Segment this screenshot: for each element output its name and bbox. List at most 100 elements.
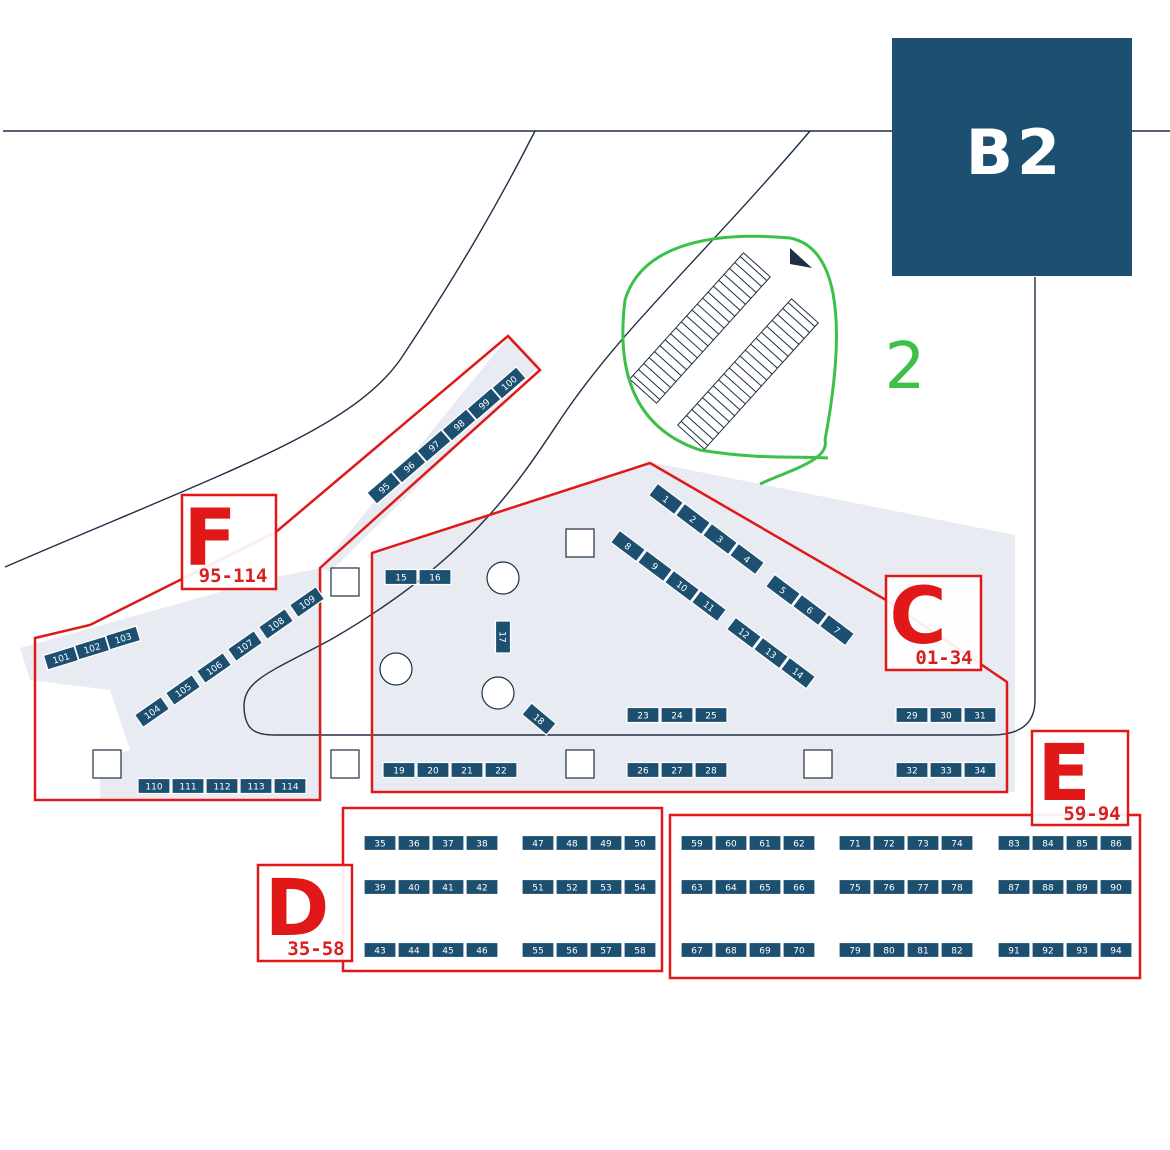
booth-27[interactable]: 27 <box>660 761 694 779</box>
booth-18[interactable]: 18 <box>521 702 557 736</box>
zone-d-label[interactable]: D35-58 <box>256 863 354 963</box>
booth-3[interactable]: 3 <box>701 522 739 556</box>
booth-59[interactable]: 59 <box>680 834 714 852</box>
booth-110[interactable]: 110 <box>137 777 171 795</box>
booth-2[interactable]: 2 <box>674 502 712 536</box>
zone-e-label[interactable]: E59-94 <box>1030 729 1130 827</box>
booth-39[interactable]: 39 <box>363 878 397 896</box>
zone-f-label[interactable]: F95-114 <box>180 493 278 591</box>
booth-9[interactable]: 9 <box>636 549 674 583</box>
booth-10[interactable]: 10 <box>663 569 701 603</box>
booth-109[interactable]: 109 <box>288 585 326 619</box>
booth-58[interactable]: 58 <box>623 941 657 959</box>
booth-74[interactable]: 74 <box>940 834 974 852</box>
booth-108[interactable]: 108 <box>257 607 295 641</box>
booth-19[interactable]: 19 <box>382 761 416 779</box>
booth-60[interactable]: 60 <box>714 834 748 852</box>
booth-103[interactable]: 103 <box>104 625 142 651</box>
booth-48[interactable]: 48 <box>555 834 589 852</box>
booth-34[interactable]: 34 <box>963 761 997 779</box>
booth-24[interactable]: 24 <box>660 706 694 724</box>
booth-51[interactable]: 51 <box>521 878 555 896</box>
booth-82[interactable]: 82 <box>940 941 974 959</box>
zone-c-label[interactable]: C01-34 <box>884 572 983 672</box>
booth-45[interactable]: 45 <box>431 941 465 959</box>
booth-96[interactable]: 96 <box>391 449 427 485</box>
booth-90[interactable]: 90 <box>1099 878 1133 896</box>
booth-42[interactable]: 42 <box>465 878 499 896</box>
booth-84[interactable]: 84 <box>1031 834 1065 852</box>
building-b2[interactable]: B2 <box>892 38 1132 276</box>
booth-32[interactable]: 32 <box>895 761 929 779</box>
booth-85[interactable]: 85 <box>1065 834 1099 852</box>
booth-97[interactable]: 97 <box>416 428 452 464</box>
booth-20[interactable]: 20 <box>416 761 450 779</box>
booth-88[interactable]: 88 <box>1031 878 1065 896</box>
booth-91[interactable]: 91 <box>997 941 1031 959</box>
booth-13[interactable]: 13 <box>752 636 790 670</box>
booth-68[interactable]: 68 <box>714 941 748 959</box>
booth-4[interactable]: 4 <box>728 542 766 576</box>
booth-61[interactable]: 61 <box>748 834 782 852</box>
booth-67[interactable]: 67 <box>680 941 714 959</box>
booth-5[interactable]: 5 <box>764 573 802 607</box>
booth-15[interactable]: 15 <box>384 568 418 586</box>
booth-16[interactable]: 16 <box>418 568 452 586</box>
booth-105[interactable]: 105 <box>164 673 202 707</box>
booth-87[interactable]: 87 <box>997 878 1031 896</box>
booth-44[interactable]: 44 <box>397 941 431 959</box>
booth-41[interactable]: 41 <box>431 878 465 896</box>
booth-28[interactable]: 28 <box>694 761 728 779</box>
booth-76[interactable]: 76 <box>872 878 906 896</box>
booth-106[interactable]: 106 <box>195 651 233 685</box>
booth-104[interactable]: 104 <box>133 695 171 729</box>
booth-6[interactable]: 6 <box>791 593 829 627</box>
booth-17[interactable]: 17 <box>494 620 512 654</box>
booth-56[interactable]: 56 <box>555 941 589 959</box>
booth-94[interactable]: 94 <box>1099 941 1133 959</box>
booth-78[interactable]: 78 <box>940 878 974 896</box>
booth-63[interactable]: 63 <box>680 878 714 896</box>
booth-79[interactable]: 79 <box>838 941 872 959</box>
booth-95[interactable]: 95 <box>366 470 402 506</box>
booth-111[interactable]: 111 <box>171 777 205 795</box>
booth-25[interactable]: 25 <box>694 706 728 724</box>
booth-54[interactable]: 54 <box>623 878 657 896</box>
booth-1[interactable]: 1 <box>647 482 685 516</box>
booth-102[interactable]: 102 <box>73 635 111 661</box>
booth-31[interactable]: 31 <box>963 706 997 724</box>
booth-38[interactable]: 38 <box>465 834 499 852</box>
booth-36[interactable]: 36 <box>397 834 431 852</box>
booth-29[interactable]: 29 <box>895 706 929 724</box>
booth-99[interactable]: 99 <box>466 386 502 422</box>
booth-47[interactable]: 47 <box>521 834 555 852</box>
booth-22[interactable]: 22 <box>484 761 518 779</box>
booth-113[interactable]: 113 <box>239 777 273 795</box>
booth-69[interactable]: 69 <box>748 941 782 959</box>
booth-66[interactable]: 66 <box>782 878 816 896</box>
booth-77[interactable]: 77 <box>906 878 940 896</box>
booth-50[interactable]: 50 <box>623 834 657 852</box>
booth-93[interactable]: 93 <box>1065 941 1099 959</box>
booth-12[interactable]: 12 <box>725 616 763 650</box>
booth-57[interactable]: 57 <box>589 941 623 959</box>
booth-80[interactable]: 80 <box>872 941 906 959</box>
booth-14[interactable]: 14 <box>779 656 817 690</box>
booth-72[interactable]: 72 <box>872 834 906 852</box>
booth-52[interactable]: 52 <box>555 878 589 896</box>
booth-33[interactable]: 33 <box>929 761 963 779</box>
booth-112[interactable]: 112 <box>205 777 239 795</box>
booth-89[interactable]: 89 <box>1065 878 1099 896</box>
booth-70[interactable]: 70 <box>782 941 816 959</box>
booth-83[interactable]: 83 <box>997 834 1031 852</box>
booth-35[interactable]: 35 <box>363 834 397 852</box>
booth-73[interactable]: 73 <box>906 834 940 852</box>
booth-26[interactable]: 26 <box>626 761 660 779</box>
booth-75[interactable]: 75 <box>838 878 872 896</box>
booth-49[interactable]: 49 <box>589 834 623 852</box>
booth-98[interactable]: 98 <box>441 407 477 443</box>
booth-53[interactable]: 53 <box>589 878 623 896</box>
booth-114[interactable]: 114 <box>273 777 307 795</box>
booth-8[interactable]: 8 <box>609 529 647 563</box>
booth-62[interactable]: 62 <box>782 834 816 852</box>
